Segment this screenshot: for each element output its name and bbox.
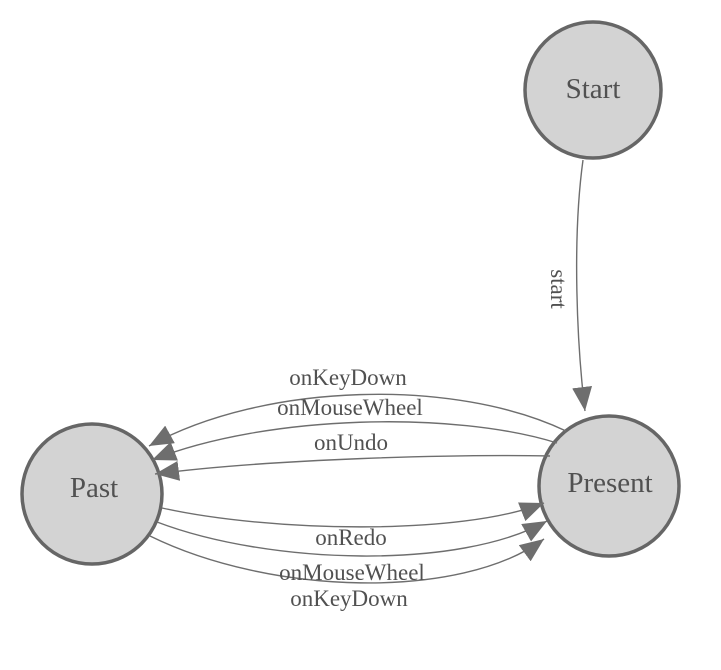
node-start-label: Start xyxy=(566,73,621,105)
node-present-label: Present xyxy=(567,467,652,499)
edge-past-to-present-onkeydown xyxy=(149,535,545,584)
edge-present-to-past-onkeydown xyxy=(148,393,567,447)
edge-label-onredo: onRedo xyxy=(315,525,387,550)
edge-label-onkeydown-top: onKeyDown xyxy=(289,365,407,390)
node-start-circle xyxy=(523,20,663,160)
node-past xyxy=(20,422,164,566)
edge-label-onkeydown-bottom: onKeyDown xyxy=(290,586,408,611)
edge-label-onundo: onUndo xyxy=(314,430,388,455)
edge-present-to-past-onundo xyxy=(154,454,551,481)
node-start xyxy=(523,20,663,160)
edge-start-to-present xyxy=(572,159,593,412)
edge-past-to-present-onmousewheel xyxy=(156,520,548,557)
edge-label-onmousewheel-top: onMouseWheel xyxy=(277,395,423,420)
edge-past-to-present-onredo xyxy=(161,502,545,528)
node-past-label: Past xyxy=(70,472,118,504)
edge-label-start: start xyxy=(546,269,571,309)
node-present-circle xyxy=(537,414,681,558)
edge-present-to-past-onmousewheel xyxy=(151,421,558,461)
node-present xyxy=(537,414,681,558)
edge-label-onmousewheel-bottom: onMouseWheel xyxy=(279,560,425,585)
node-past-circle xyxy=(20,422,164,566)
